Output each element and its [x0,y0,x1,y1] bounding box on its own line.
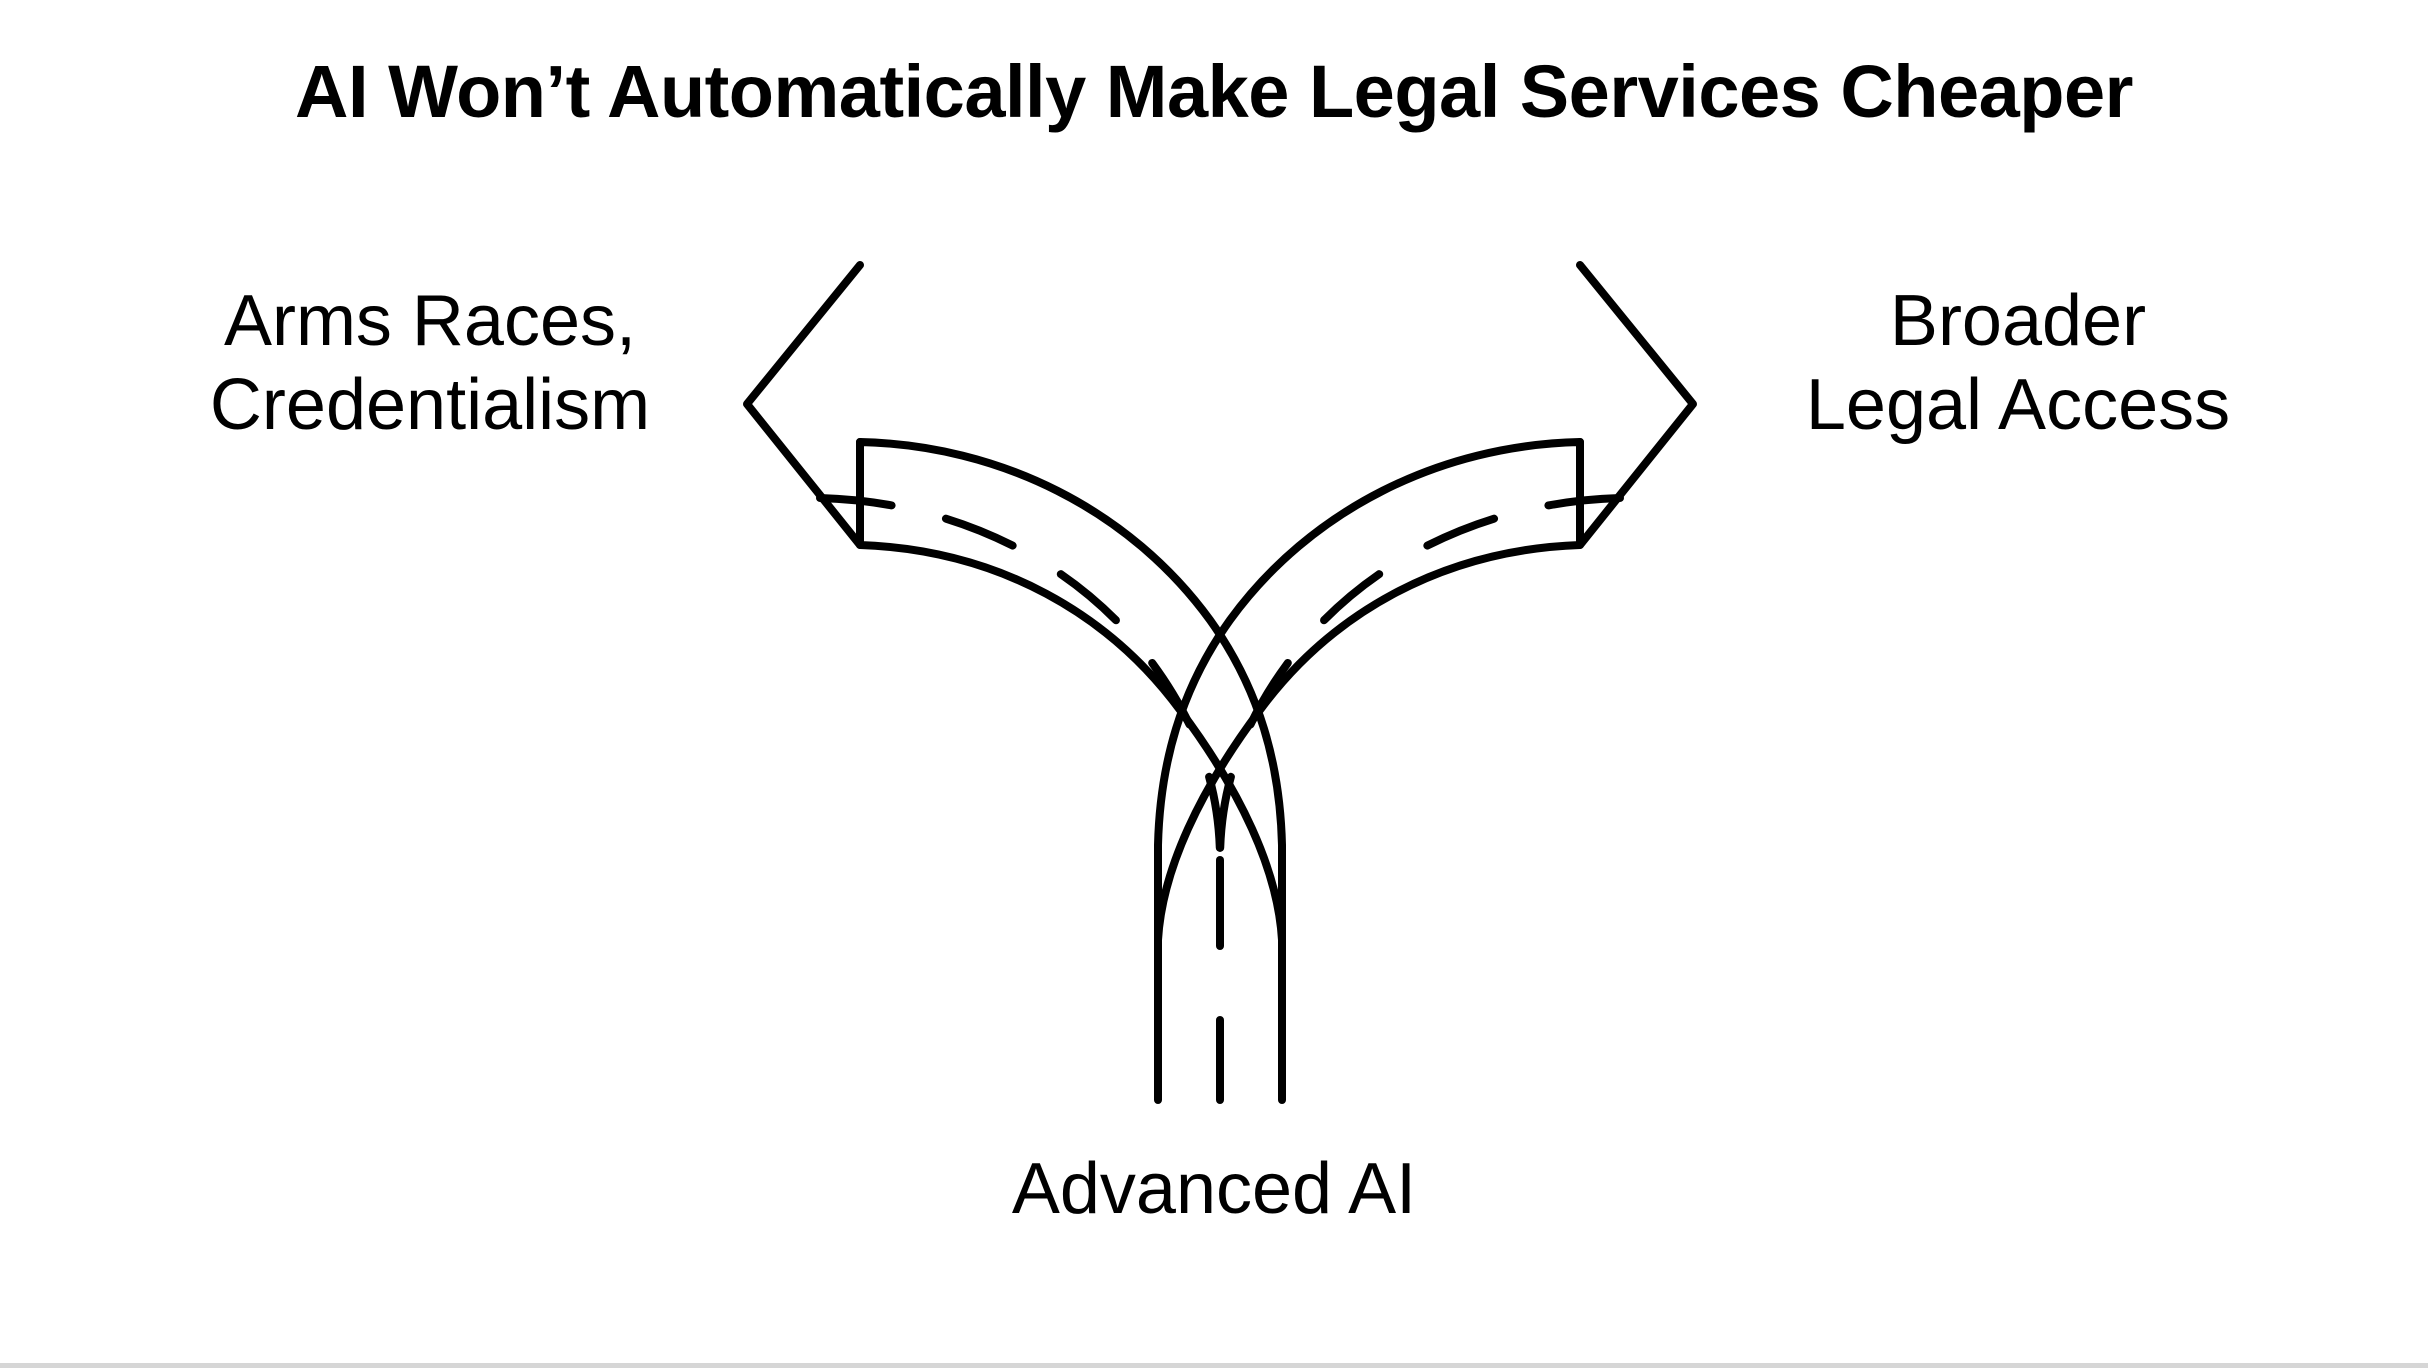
left-branch-inner-outline [856,438,1286,944]
root-label-bottom: Advanced AI [1011,1149,1417,1229]
road-outline-group [743,261,1697,1104]
forked-road-diagram [700,220,1740,1120]
forked-road-svg [743,261,1697,1104]
branch-label-left: Arms Races, Credentialism [209,281,651,445]
page-title: AI Won’t Automatically Make Legal Servic… [295,50,2133,133]
right-branch-outline [1154,261,1697,1104]
right-branch-inner-outline [1154,438,1584,944]
lane-marking-group [816,494,1624,1104]
branch-label-right: Broader Legal Access [1805,281,2231,445]
right-lane-dashes [1216,494,1624,864]
left-lane-dashes [816,494,1224,864]
left-branch-outline [743,261,1286,1104]
